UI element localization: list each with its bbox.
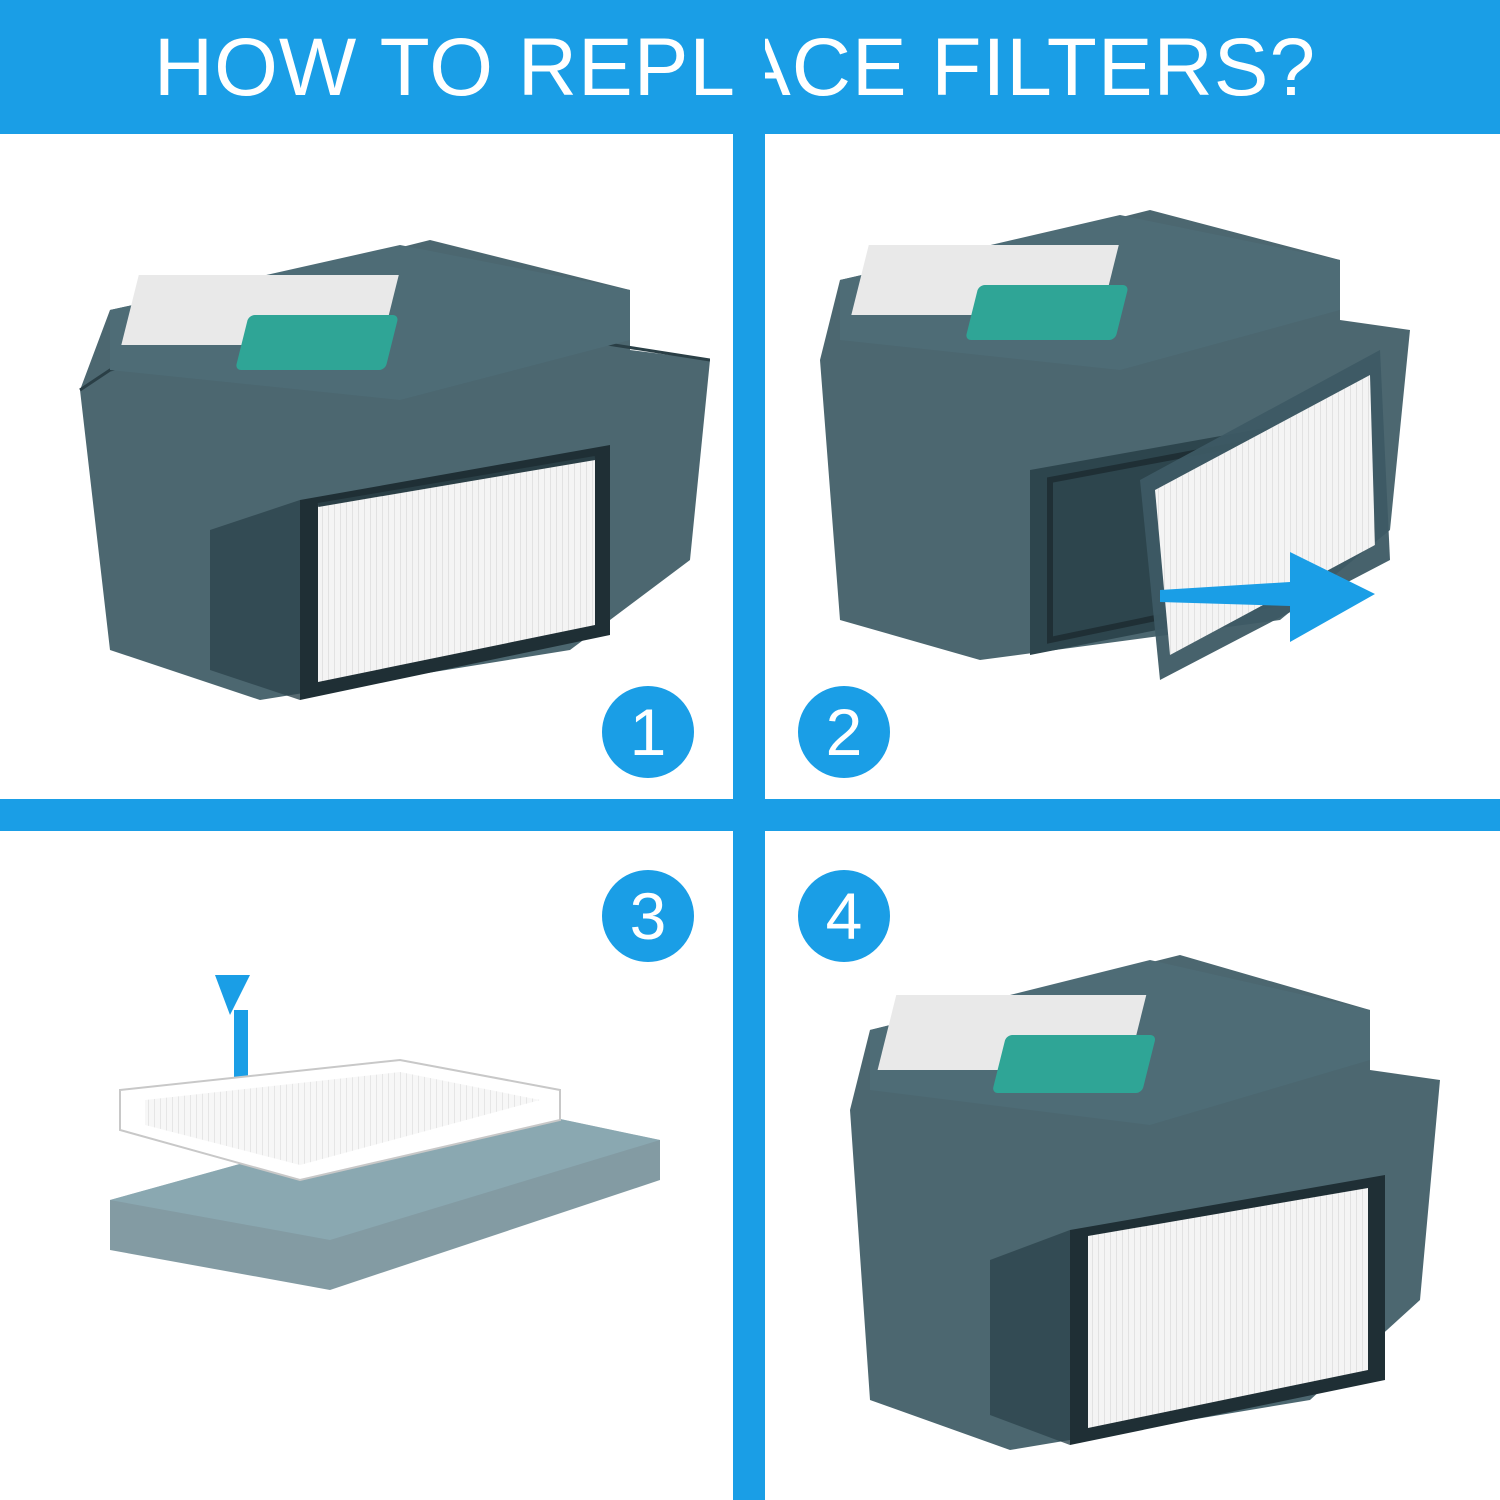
arrow-right-icon [1160,552,1375,642]
step-number-4: 4 [798,870,890,962]
step-number-2: 2 [798,686,890,778]
step-number-3: 3 [602,870,694,962]
dust-bin-icon [79,240,710,700]
filter-icon [110,975,660,1290]
dust-bin-icon [820,210,1410,680]
vertical-divider [733,0,765,1500]
dust-bin-icon [850,955,1440,1450]
step-number-1: 1 [602,686,694,778]
horizontal-divider [0,799,1500,831]
